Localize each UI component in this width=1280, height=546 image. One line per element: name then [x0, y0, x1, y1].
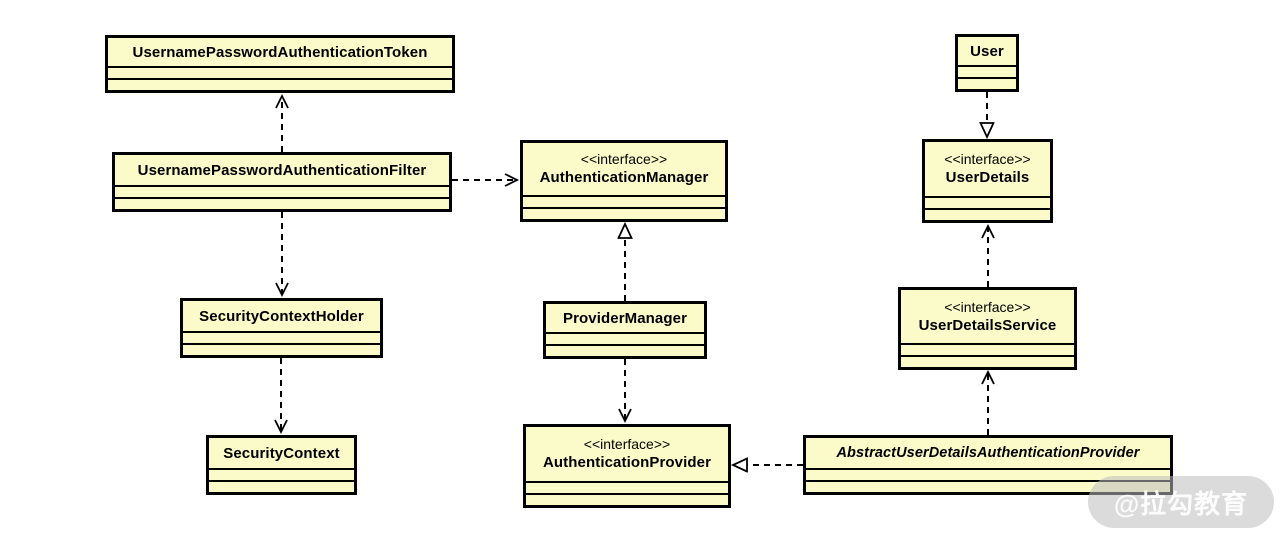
attributes-compartment	[806, 468, 1170, 480]
attributes-compartment	[958, 65, 1016, 77]
class-name: AuthenticationManager	[539, 169, 709, 186]
class-provider-manager: ProviderManager	[543, 301, 707, 359]
attributes-compartment	[209, 468, 354, 480]
methods-compartment	[523, 207, 725, 219]
attributes-compartment	[925, 196, 1050, 208]
class-name: UserDetailsService	[918, 316, 1057, 334]
class-name: UserDetails	[945, 169, 1030, 186]
watermark-badge: @拉勾教育	[1088, 476, 1274, 528]
class-name: AbstractUserDetailsAuthenticationProvide…	[836, 444, 1140, 461]
interface-authentication-manager: <<interface>> AuthenticationManager	[520, 140, 728, 222]
class-title: UsernamePasswordAuthenticationToken	[108, 38, 452, 66]
class-title: SecurityContextHolder	[183, 301, 380, 331]
methods-compartment	[925, 208, 1050, 220]
class-username-password-authentication-token: UsernamePasswordAuthenticationToken	[105, 35, 455, 93]
methods-compartment	[183, 343, 380, 355]
interface-user-details: <<interface>> UserDetails	[922, 139, 1053, 223]
attributes-compartment	[901, 343, 1074, 355]
class-name: UsernamePasswordAuthenticationToken	[132, 43, 428, 61]
attributes-compartment	[523, 195, 725, 207]
class-name: SecurityContext	[223, 444, 340, 462]
class-title: <<interface>> AuthenticationManager	[523, 143, 725, 195]
class-name: UsernamePasswordAuthenticationFilter	[137, 161, 427, 179]
attributes-compartment	[115, 185, 449, 197]
interface-authentication-provider: <<interface>> AuthenticationProvider	[523, 424, 731, 508]
class-title: ProviderManager	[546, 304, 704, 332]
methods-compartment	[115, 197, 449, 209]
methods-compartment	[958, 77, 1016, 89]
class-title: SecurityContext	[209, 438, 354, 468]
attributes-compartment	[108, 66, 452, 78]
attributes-compartment	[526, 481, 728, 493]
class-name: ProviderManager	[562, 309, 688, 327]
attributes-compartment	[183, 331, 380, 343]
stereotype-label: <<interface>>	[944, 151, 1031, 167]
stereotype-label: <<interface>>	[583, 436, 671, 452]
watermark-text: @拉勾教育	[1113, 488, 1249, 519]
methods-compartment	[546, 344, 704, 356]
methods-compartment	[108, 78, 452, 90]
class-name: AuthenticationProvider	[542, 454, 712, 471]
methods-compartment	[806, 480, 1170, 492]
class-security-context: SecurityContext	[206, 435, 357, 495]
class-title: <<interface>> UserDetailsService	[901, 290, 1074, 343]
class-title: UsernamePasswordAuthenticationFilter	[115, 155, 449, 185]
class-name: User	[970, 42, 1004, 60]
class-username-password-authentication-filter: UsernamePasswordAuthenticationFilter	[112, 152, 452, 212]
stereotype-label: <<interface>>	[944, 298, 1031, 315]
class-title: User	[958, 37, 1016, 65]
class-title: <<interface>> UserDetails	[925, 142, 1050, 196]
abstract-class-abstract-user-details-authentication-provider: AbstractUserDetailsAuthenticationProvide…	[803, 435, 1173, 495]
methods-compartment	[209, 480, 354, 492]
class-name: SecurityContextHolder	[199, 307, 364, 325]
class-user: User	[955, 34, 1019, 92]
stereotype-label: <<interface>>	[580, 151, 668, 167]
methods-compartment	[901, 355, 1074, 367]
attributes-compartment	[546, 332, 704, 344]
class-security-context-holder: SecurityContextHolder	[180, 298, 383, 358]
interface-user-details-service: <<interface>> UserDetailsService	[898, 287, 1077, 370]
class-title: AbstractUserDetailsAuthenticationProvide…	[806, 438, 1170, 468]
methods-compartment	[526, 493, 728, 505]
class-title: <<interface>> AuthenticationProvider	[526, 427, 728, 481]
